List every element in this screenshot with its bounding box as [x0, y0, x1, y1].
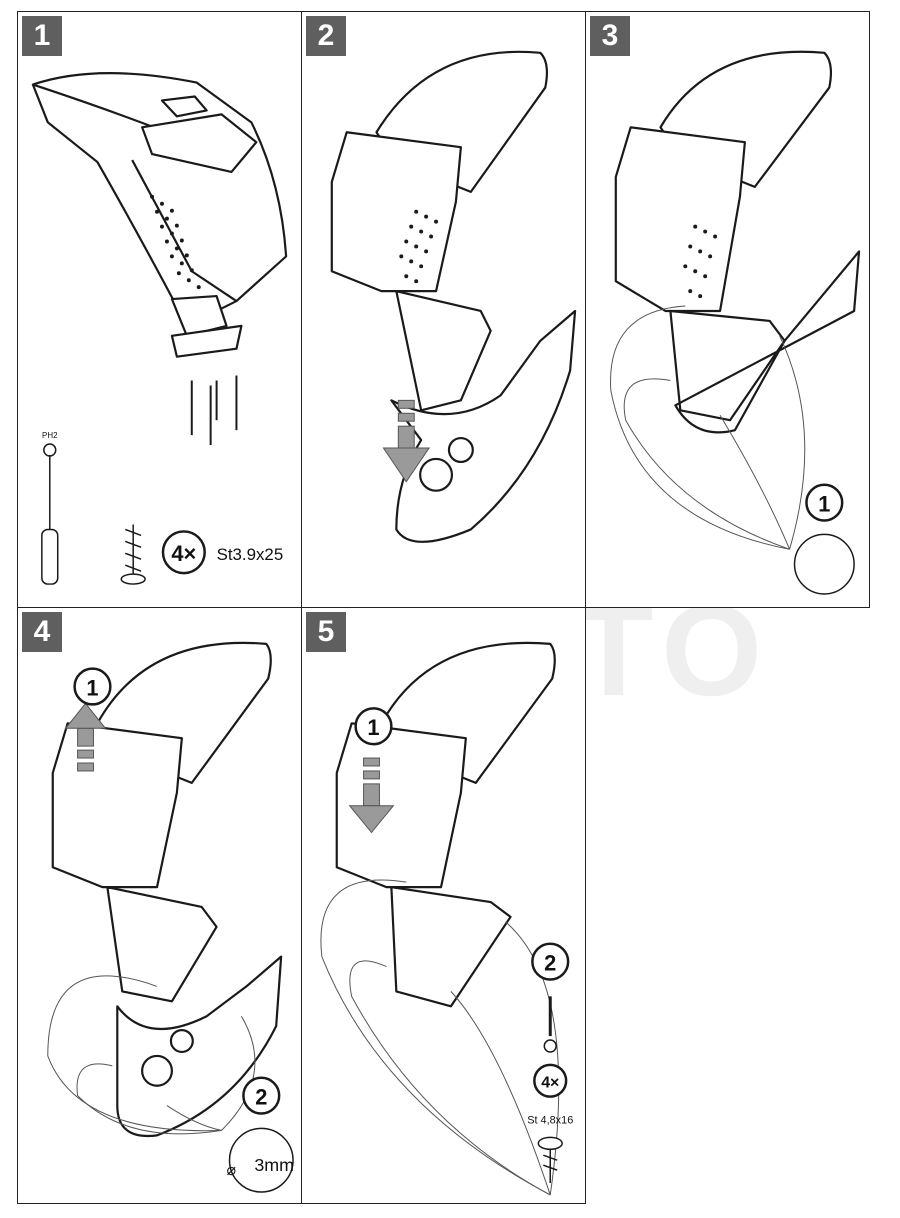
armrest-mark-illustration: 1 [610, 50, 861, 595]
step-5-callout-2: 2 [544, 951, 556, 976]
step-5-screw-size: St 4,8x16 [527, 1114, 573, 1126]
armrest-screw-illustration: 1 2 4× St 4,8x16 [320, 641, 573, 1196]
bit-size-label: PH2 [42, 431, 58, 440]
step-2-panel: 2 [301, 11, 586, 608]
step-4-callout-1: 1 [86, 675, 98, 700]
step-1-panel: 1 [17, 11, 302, 608]
screw-size-label: St3.9x25 [217, 545, 284, 564]
armrest-exploded-illustration: PH2 4× St3.9x25 [31, 72, 288, 585]
step-5-panel: 5 1 [301, 607, 586, 1204]
step-4-badge: 4 [22, 612, 62, 652]
step-4-callout-2: 2 [255, 1085, 267, 1110]
armrest-drill-illustration: 1 2 3mm ⌀ [47, 641, 294, 1193]
diameter-icon: ⌀ [227, 1162, 237, 1179]
drill-size-label: 3mm [254, 1155, 294, 1175]
step-5-badge: 5 [306, 612, 346, 652]
step-1-badge: 1 [22, 16, 62, 56]
step-5-callout-1: 1 [367, 715, 379, 740]
screw-count-label: 4× [171, 541, 196, 566]
step-4-panel: 4 1 2 [17, 607, 302, 1204]
step-3-panel: 3 1 [585, 11, 870, 608]
step-2-badge: 2 [306, 16, 346, 56]
step-3-badge: 3 [590, 16, 630, 56]
armrest-slide-illustration [330, 50, 577, 543]
step-5-screw-count: 4× [541, 1075, 559, 1092]
step-3-callout: 1 [818, 492, 830, 517]
